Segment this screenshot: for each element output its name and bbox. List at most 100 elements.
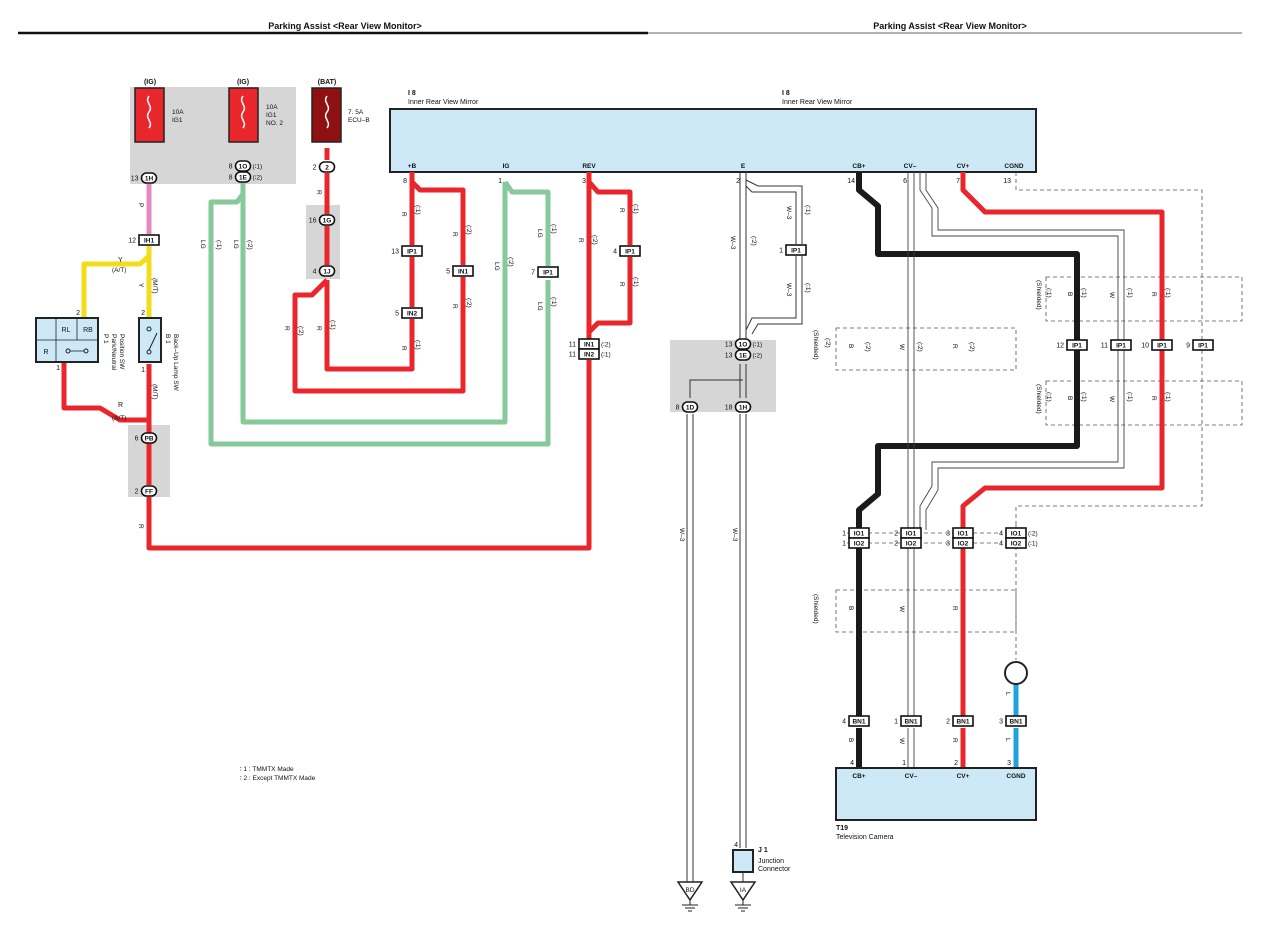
svg-text:10A: 10A <box>266 104 278 111</box>
svg-text:W: W <box>898 344 905 351</box>
svg-text:Inner Rear View Mirror: Inner Rear View Mirror <box>408 99 479 106</box>
svg-text:W: W <box>898 738 905 745</box>
svg-text:(A/T): (A/T) <box>112 267 126 274</box>
svg-text:2: 2 <box>736 178 740 185</box>
svg-text:(∶2): (∶2) <box>824 338 831 348</box>
connector-pin: 1 <box>842 531 846 538</box>
svg-text:CGND: CGND <box>1006 773 1025 780</box>
wire-green-lg <box>208 180 551 447</box>
svg-text:R: R <box>577 238 584 243</box>
connector-ff: FF2 <box>135 485 158 497</box>
header-right-title: Parking Assist <Rear View Monitor> <box>873 21 1027 31</box>
connector-pin: 2 <box>313 165 317 172</box>
connector-id: 1D <box>686 405 695 412</box>
connector-id: BN1 <box>904 719 917 726</box>
svg-text:(∶1): (∶1) <box>550 224 557 234</box>
connector-id: 1J <box>323 269 331 276</box>
inner-rear-view-mirror: I 8 Inner Rear View Mirror I 8 Inner Rea… <box>389 90 1037 185</box>
connector-id: IP1 <box>1198 343 1208 350</box>
svg-text:(∶1): (∶1) <box>1045 288 1052 298</box>
svg-text:CB+: CB+ <box>852 773 865 780</box>
svg-text:Y: Y <box>118 257 123 264</box>
connector-note: (∶1) <box>753 342 763 349</box>
svg-text:W–3: W–3 <box>731 528 738 542</box>
connector-1j: 1J4 <box>313 265 336 277</box>
svg-text:IG1: IG1 <box>172 117 183 124</box>
connector-id: IN1 <box>584 342 595 349</box>
svg-text:B: B <box>1066 292 1073 296</box>
svg-text:CV–: CV– <box>904 163 917 170</box>
svg-text:LG: LG <box>536 229 543 238</box>
connector-id: BN1 <box>852 719 865 726</box>
svg-text:(A/T): (A/T) <box>112 415 126 422</box>
connector-pin: 7 <box>531 270 535 277</box>
svg-text:R: R <box>137 524 144 529</box>
svg-text:(∶1): (∶1) <box>1126 392 1133 402</box>
connector-id: IN1 <box>458 269 469 276</box>
svg-text:7. 5A: 7. 5A <box>348 109 364 116</box>
connector-pin: 10 <box>1141 343 1149 350</box>
connector-id: IO2 <box>854 541 865 548</box>
svg-text:R: R <box>451 232 458 237</box>
svg-text:IG: IG <box>503 163 510 170</box>
svg-text:B 1: B 1 <box>164 334 171 344</box>
svg-text:R: R <box>951 738 958 743</box>
connector-id: IO1 <box>906 531 917 538</box>
connector-id: IO1 <box>958 531 969 538</box>
svg-text:B: B <box>847 344 854 348</box>
svg-text:(∶2): (∶2) <box>246 240 253 250</box>
connector-id: 1E <box>739 353 748 360</box>
svg-text:2: 2 <box>954 760 958 767</box>
svg-text:P 1: P 1 <box>102 334 109 344</box>
svg-text:W: W <box>898 606 905 613</box>
svg-text:(∶1): (∶1) <box>1080 288 1087 298</box>
svg-text:IA: IA <box>740 887 747 894</box>
svg-text:R: R <box>1150 396 1157 401</box>
svg-text:Inner Rear View Mirror: Inner Rear View Mirror <box>782 99 853 106</box>
svg-text:R: R <box>43 349 48 356</box>
svg-text:RB: RB <box>83 327 93 334</box>
svg-text:ECU–B: ECU–B <box>348 117 370 124</box>
connector-id: 1O <box>739 342 748 349</box>
svg-text:CV–: CV– <box>905 773 918 780</box>
svg-text:I 8: I 8 <box>782 90 790 97</box>
television-camera: CB+ CV– CV+ CGND 4 1 2 3 T19 Television … <box>835 760 1037 841</box>
svg-text:I 8: I 8 <box>408 90 416 97</box>
svg-text:4: 4 <box>734 842 738 849</box>
connector-pin: 3 <box>946 541 950 548</box>
connector-pin: 9 <box>1186 343 1190 350</box>
svg-text:(∶1): (∶1) <box>1126 288 1133 298</box>
svg-text:(Shielded): (Shielded) <box>812 330 819 360</box>
svg-text:(M/T): (M/T) <box>151 278 158 294</box>
header-left-title: Parking Assist <Rear View Monitor> <box>268 21 422 31</box>
svg-text:(BAT): (BAT) <box>318 79 337 86</box>
connector-1d: 1D 8 <box>676 401 699 413</box>
connector-pin: 8 <box>676 405 680 412</box>
fuse-ig1-no2: (IG) 10A IG1 NO. 2 <box>228 79 283 143</box>
svg-text:1: 1 <box>56 365 60 372</box>
svg-text:B: B <box>1066 396 1073 400</box>
fuse-ig1: (IG) 10A IG1 <box>134 79 184 143</box>
wire-ground-w3 <box>686 172 803 882</box>
connector-pin: 8 <box>229 175 233 182</box>
connector-pin: 2 <box>894 531 898 538</box>
connector-io2: IO2 3 <box>946 537 974 549</box>
svg-text:T19: T19 <box>836 825 848 832</box>
svg-text:R: R <box>315 190 322 195</box>
connector-pin: 12 <box>1056 343 1064 350</box>
svg-text:NO. 2: NO. 2 <box>266 120 283 127</box>
svg-text:(∶2): (∶2) <box>591 235 598 245</box>
svg-text:7: 7 <box>956 178 960 185</box>
connector-1o: 1O8(∶1) <box>229 160 262 172</box>
connector-note: (∶2) <box>753 353 763 360</box>
connector-id: IO2 <box>958 541 969 548</box>
